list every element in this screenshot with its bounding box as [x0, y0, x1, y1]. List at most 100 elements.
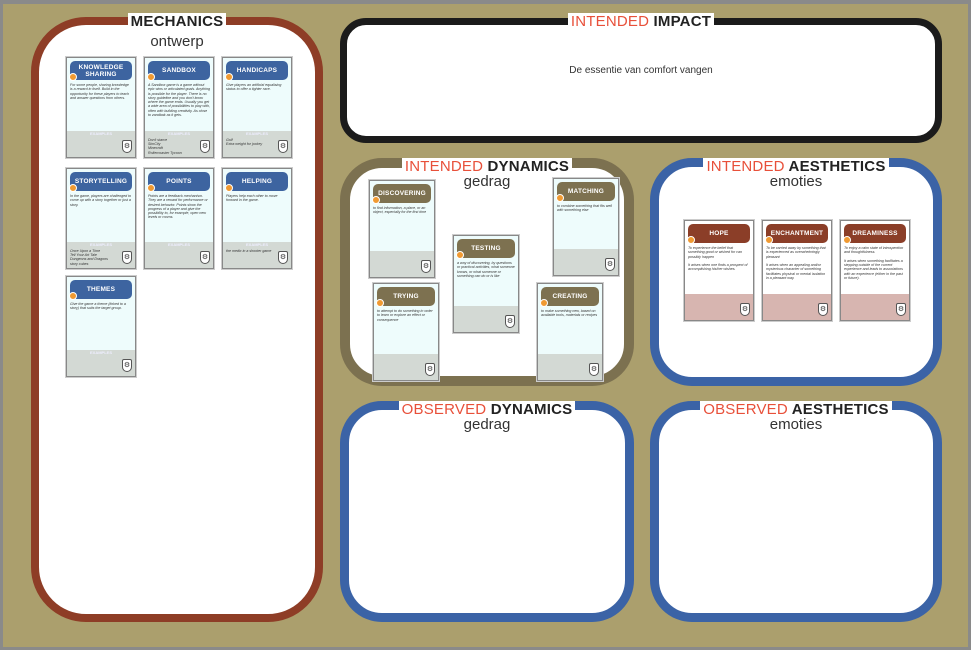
- card-header: MATCHING: [557, 182, 615, 201]
- card-points[interactable]: POINTS Points are a feedback mechanism. …: [144, 168, 214, 269]
- card-description: Players help each other to move forward …: [226, 194, 278, 203]
- card-footer: EXAMPLES Don't starve SimCity Minecraft …: [145, 131, 213, 157]
- category-shield-icon: ⚙: [505, 315, 515, 328]
- card-header: STORYTELLING: [70, 172, 132, 191]
- card-footer: EXAMPLES Golf Extra weight for jockey ⚙: [223, 131, 291, 157]
- intended-dynamics-prefix: INTENDED: [404, 158, 484, 175]
- mechanics-subtitle: ontwerp: [150, 33, 204, 50]
- card-header: HOPE: [688, 224, 750, 243]
- card-description: In the game, players are challenged to c…: [70, 194, 132, 207]
- card-matching[interactable]: MATCHING to combine something that fits …: [553, 178, 619, 276]
- card-number-badge: [147, 184, 155, 192]
- card-footer: EXAMPLES Once Upon a Time Tell Your Art …: [67, 242, 135, 268]
- card-description: to find information, a place, or an obje…: [373, 206, 427, 215]
- card-header: TESTING: [457, 239, 515, 258]
- card-number-badge: [556, 194, 564, 202]
- card-footer: ⚙: [554, 249, 618, 275]
- card-number-badge: [69, 73, 77, 81]
- card-trying[interactable]: TRYING to attempt to do something in ord…: [373, 283, 439, 381]
- card-footer: ⚙: [841, 294, 909, 320]
- card-header: DISCOVERING: [373, 184, 431, 203]
- card-dreaminess[interactable]: DREAMINESS To enjoy a calm state of intr…: [840, 220, 910, 321]
- card-number-badge: [456, 251, 464, 259]
- intended-dynamics-title: DYNAMICS: [487, 158, 570, 175]
- card-number-badge: [843, 236, 851, 244]
- intended-impact-panel: INTENDED IMPACT De essentie van comfort …: [340, 13, 942, 143]
- card-description: Points are a feedback mechanism. They ar…: [148, 194, 208, 220]
- impact-title-prefix: INTENDED: [570, 13, 650, 30]
- card-footer: EXAMPLES ⚙: [145, 242, 213, 268]
- card-header: HELPING: [226, 172, 288, 191]
- card-enchantment[interactable]: ENCHANTMENT To be carried away by someth…: [762, 220, 832, 321]
- card-storytelling[interactable]: STORYTELLING In the game, players are ch…: [66, 168, 136, 269]
- card-footer: ⚙: [370, 251, 434, 277]
- card-hope[interactable]: HOPE To experience the belief that somet…: [684, 220, 754, 321]
- card-handicaps[interactable]: HANDICAPS Give players an artificial equ…: [222, 57, 292, 158]
- examples-label: EXAMPLES: [167, 131, 190, 136]
- card-number-badge: [225, 73, 233, 81]
- intended-dynamics-subtitle: gedrag: [463, 173, 511, 190]
- card-number-badge: [540, 299, 548, 307]
- card-examples: Don't starve SimCity Minecraft Rollercoa…: [148, 138, 182, 155]
- observed-dynamics-subtitle: gedrag: [463, 416, 511, 433]
- card-footer: EXAMPLES the medic in a shooter game ⚙: [223, 242, 291, 268]
- card-discovering[interactable]: DISCOVERING to find information, a place…: [369, 180, 435, 278]
- card-header: DREAMINESS: [844, 224, 906, 243]
- card-knowledge-sharing[interactable]: KNOWLEDGE SHARING For some people, shari…: [66, 57, 136, 158]
- examples-label: EXAMPLES: [89, 131, 112, 136]
- card-examples: the medic in a shooter game: [226, 249, 272, 253]
- card-creating[interactable]: CREATING to make something new, based on…: [537, 283, 603, 381]
- card-number-badge: [765, 236, 773, 244]
- observed-aesthetics-subtitle: emoties: [769, 416, 823, 433]
- card-footer: ⚙: [685, 294, 753, 320]
- observed-aesthetics-panel: OBSERVED AESTHETICS emoties: [650, 401, 942, 622]
- card-number-badge: [687, 236, 695, 244]
- card-footer: ⚙: [538, 354, 602, 380]
- impact-text[interactable]: De essentie van comfort vangen: [569, 65, 713, 76]
- card-number-badge: [69, 292, 77, 300]
- category-shield-icon: ⚙: [605, 258, 615, 271]
- card-description: For some people, sharing knowledge is a …: [70, 83, 130, 100]
- card-header: KNOWLEDGE SHARING: [70, 61, 132, 80]
- card-description: to make something new, based on availabl…: [541, 309, 598, 318]
- category-shield-icon: ⚙: [200, 140, 210, 153]
- card-header: ENCHANTMENT: [766, 224, 828, 243]
- card-number-badge: [69, 184, 77, 192]
- card-description: A Sandbox game is a game without epic wi…: [148, 83, 210, 118]
- card-examples: Golf Extra weight for jockey: [226, 138, 263, 147]
- examples-label: EXAMPLES: [167, 242, 190, 247]
- card-footer: EXAMPLES ⚙: [67, 131, 135, 157]
- category-shield-icon: ⚙: [122, 140, 132, 153]
- examples-label: EXAMPLES: [245, 242, 268, 247]
- category-shield-icon: ⚙: [589, 363, 599, 376]
- card-helping[interactable]: HELPING Players help each other to move …: [222, 168, 292, 269]
- card-description: to attempt to do something in order to l…: [377, 309, 433, 322]
- card-header: TRYING: [377, 287, 435, 306]
- observed-aesthetics-title: AESTHETICS: [791, 401, 889, 418]
- card-description: To be carried away by something that is …: [766, 246, 826, 281]
- examples-label: EXAMPLES: [89, 242, 112, 247]
- card-header: HANDICAPS: [226, 61, 288, 80]
- card-number-badge: [372, 196, 380, 204]
- card-description: To enjoy a calm state of introspection a…: [844, 246, 904, 281]
- examples-label: EXAMPLES: [245, 131, 268, 136]
- category-shield-icon: ⚙: [278, 140, 288, 153]
- card-number-badge: [147, 73, 155, 81]
- card-testing[interactable]: TESTING a way of discovering, by questio…: [453, 235, 519, 333]
- card-sandbox[interactable]: SANDBOX A Sandbox game is a game without…: [144, 57, 214, 158]
- card-description: Give players an artificial equalising st…: [226, 83, 282, 92]
- observed-dynamics-title: DYNAMICS: [490, 401, 573, 418]
- card-header: POINTS: [148, 172, 210, 191]
- category-shield-icon: ⚙: [200, 251, 210, 264]
- card-header: SANDBOX: [148, 61, 210, 80]
- category-shield-icon: ⚙: [425, 363, 435, 376]
- observed-dynamics-prefix: OBSERVED: [401, 401, 487, 418]
- card-description: Give the game a theme (linked to a story…: [70, 302, 126, 311]
- card-header: THEMES: [70, 280, 132, 299]
- category-shield-icon: ⚙: [896, 303, 906, 316]
- card-description: To experience the belief that something …: [688, 246, 748, 272]
- card-examples: Once Upon a Time Tell Your Art Tale Dung…: [70, 249, 108, 266]
- intended-aesthetics-prefix: INTENDED: [706, 158, 785, 175]
- card-themes[interactable]: THEMES Give the game a theme (linked to …: [66, 276, 136, 377]
- examples-label: EXAMPLES: [89, 350, 112, 355]
